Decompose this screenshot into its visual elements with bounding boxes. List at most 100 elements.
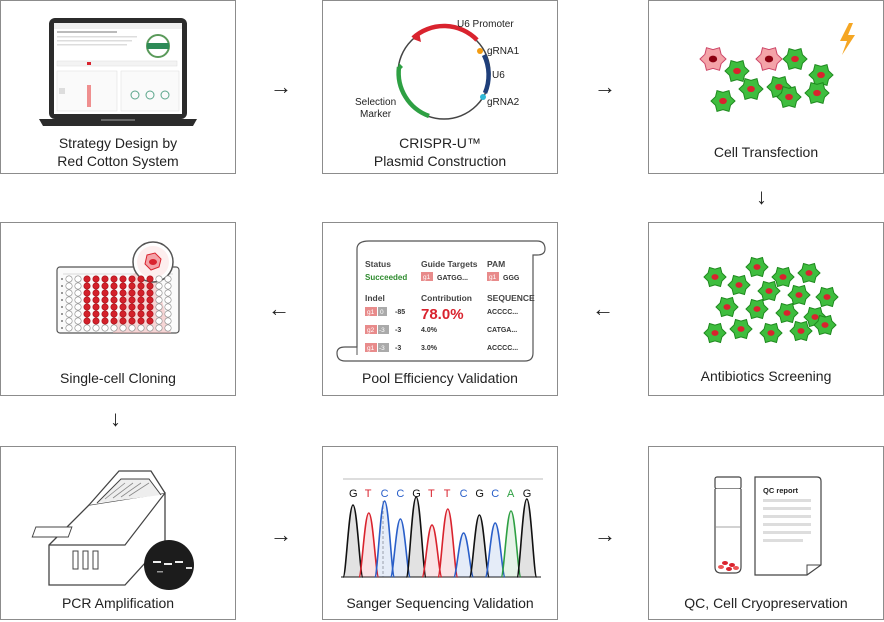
report-scroll-icon: Status Succeeded Guide Targets g1 GATGG.… (336, 240, 546, 362)
plate-well (119, 310, 127, 318)
plate-well (83, 317, 91, 325)
plate-well (83, 303, 91, 311)
plate-well (128, 310, 136, 318)
plate-row-marker (61, 285, 63, 287)
arrow-left: ← (268, 296, 290, 321)
plate-well (164, 303, 172, 311)
cell-icon (755, 47, 783, 71)
step-caption-line1: Single-cell Cloning (60, 370, 176, 386)
cell-icon (775, 302, 799, 324)
base-letter: C (381, 488, 389, 500)
step-caption-line1: Cell Transfection (713, 144, 819, 160)
plate-well (137, 317, 145, 325)
cells-transfection-icon (699, 23, 855, 113)
plate-well (119, 296, 127, 304)
qc-report-title: QC report (763, 486, 799, 495)
plate-row-marker (61, 278, 63, 280)
step-strategy-design: Strategy Design by Red Cotton System (0, 0, 236, 174)
row-num-tag: -3 (379, 345, 385, 352)
step-single-cell-cloning: Single-cell Cloning (0, 222, 236, 396)
plate-well (101, 275, 109, 283)
plate-well (155, 303, 163, 311)
chromatogram-peak (421, 524, 443, 578)
plate-well (164, 317, 172, 325)
plate-well (74, 324, 82, 332)
plate-well (164, 310, 172, 318)
row-num: -3 (395, 327, 401, 334)
row-num-tag: 0 (380, 309, 384, 316)
arrow-right: → (594, 522, 616, 547)
cell-icon (699, 47, 727, 71)
plate-well (155, 282, 163, 290)
chromatogram-peak (500, 510, 522, 578)
plate-well (83, 289, 91, 297)
plate-row-marker (61, 292, 63, 294)
label-u6-promoter: U6 Promoter (457, 19, 514, 30)
plate-well (101, 317, 109, 325)
plate-well (92, 282, 100, 290)
guide-tag: g1 (423, 274, 431, 281)
row-sequence: ACCCC... (487, 345, 518, 352)
cells-screening-icon (703, 256, 839, 344)
plate-well (74, 296, 82, 304)
cell-icon (815, 286, 839, 308)
base-letter: G (349, 488, 358, 500)
plate-well (146, 324, 154, 332)
chromatogram-peak (468, 514, 490, 578)
step-caption-line1: PCR Amplification (61, 595, 175, 611)
table-row: g1 -3 -3 3.0% ACCCC... (365, 343, 518, 352)
plate-row-marker (61, 299, 63, 301)
plate-well (65, 303, 73, 311)
step-antibiotics-screening: Antibiotics Screening (648, 222, 884, 396)
plate-well (110, 282, 118, 290)
step-pool-efficiency: Status Succeeded Guide Targets g1 GATGG.… (322, 222, 558, 396)
plate-well (119, 317, 127, 325)
step-pcr-amplification: PCR Amplification (0, 446, 236, 620)
step-cell-transfection: Cell Transfection (648, 0, 884, 174)
chromatogram-peak (374, 500, 396, 578)
plate-well (83, 296, 91, 304)
plate-well (128, 282, 136, 290)
plate-well (155, 317, 163, 325)
cell-icon (727, 274, 751, 296)
cell-icon (776, 85, 802, 109)
plate-well (119, 303, 127, 311)
base-letter: T (365, 488, 372, 500)
cell-icon (789, 320, 813, 342)
contribution-header: Contribution (421, 293, 472, 303)
row-contribution: 4.0% (421, 327, 438, 334)
plate-well (137, 303, 145, 311)
cell-icon (771, 266, 795, 288)
plate-well (119, 282, 127, 290)
chromatogram-peak (484, 522, 506, 578)
plate-well (137, 275, 145, 283)
arrow-down: ↓ (110, 406, 121, 431)
step-caption-line1: Pool Efficiency Validation (362, 370, 518, 386)
plate-well (155, 324, 163, 332)
step-caption-line1: Sanger Sequencing Validation (346, 595, 534, 611)
pcr-machine-icon (31, 470, 194, 590)
arrow-down: ↓ (756, 184, 767, 209)
plate-well (92, 275, 100, 283)
row-tag: g2 (367, 327, 375, 334)
base-letter: A (507, 488, 515, 500)
status-value: Succeeded (365, 273, 407, 282)
chromatogram-peak (453, 532, 475, 578)
plate-well (137, 310, 145, 318)
plate-well (155, 310, 163, 318)
row-sequence: CATGA... (487, 327, 517, 334)
label-grna2: gRNA2 (487, 97, 520, 108)
base-letter: G (412, 488, 421, 500)
step-caption-line2: Red Cotton System (57, 153, 179, 169)
plate-well (146, 289, 154, 297)
plate-well (92, 303, 100, 311)
cell-icon (745, 256, 769, 278)
plate-well (146, 296, 154, 304)
plate-well (83, 282, 91, 290)
step-plasmid-construction: U6 Promoter gRNA1 U6 gRNA2 Selection Mar… (322, 0, 558, 174)
plate-well (101, 289, 109, 297)
plate-well (101, 324, 109, 332)
cell-icon (703, 266, 727, 288)
plate-well (92, 310, 100, 318)
plate-row-marker (61, 313, 63, 315)
